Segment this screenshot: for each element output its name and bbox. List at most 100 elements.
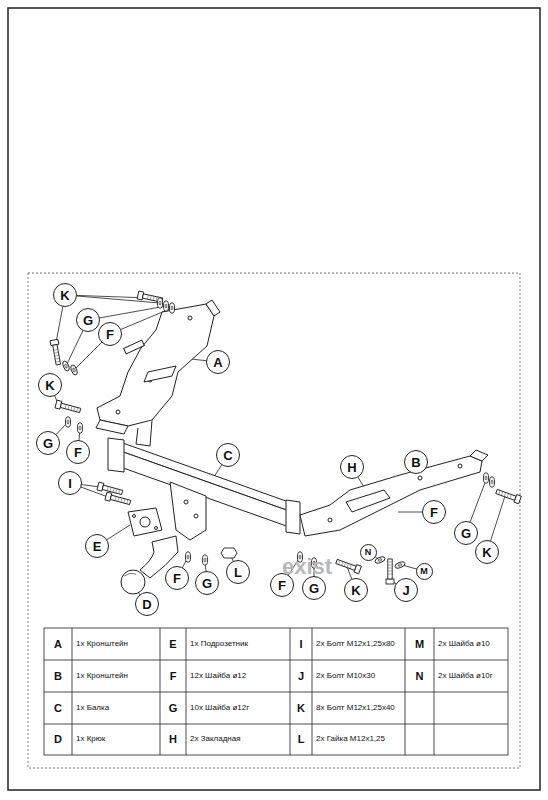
callout-letter: F: [173, 572, 181, 585]
callout-circle: C: [216, 443, 240, 467]
table-letter-cell: K: [290, 692, 312, 724]
callout-letter: F: [278, 579, 286, 592]
bracket-plate: [300, 456, 482, 536]
callout-circle: K: [344, 578, 368, 602]
part-letter: C: [54, 702, 62, 714]
part-description: 1х Крюк: [76, 735, 105, 744]
socket-plate: [128, 508, 162, 536]
plate-insert: [144, 366, 176, 382]
table-text-cell: 2х Шайба ø10г: [434, 660, 508, 692]
callout-circle: K: [38, 373, 62, 397]
table-text-cell: 12х Шайба ø12: [186, 660, 290, 692]
part-letter: K: [297, 702, 305, 714]
table-text-cell: 8х Болт M12x1,25x40: [312, 692, 405, 724]
bolt: [495, 488, 521, 504]
callout-letter: K: [482, 546, 491, 559]
washer: [483, 473, 488, 483]
callout-letter: N: [365, 548, 372, 557]
table-text-cell: 2х Болт M12x1,25x80: [312, 628, 405, 660]
table-text-cell: 2х Закладная: [186, 724, 290, 755]
ball-shade: [124, 573, 136, 576]
callout-circle: B: [404, 450, 428, 474]
table-text-cell: 1х Балка: [72, 692, 160, 724]
callout-circle: G: [195, 571, 219, 595]
dashed-frame: [28, 273, 520, 768]
bracket-a: [96, 300, 220, 446]
callout-letter: G: [83, 314, 93, 327]
hole: [116, 410, 120, 414]
callout-circle: M: [416, 563, 433, 580]
callout-circle: G: [36, 431, 60, 455]
fasteners: [50, 291, 521, 584]
table-letter-cell: B: [44, 660, 72, 692]
washer: [374, 556, 386, 564]
callout-letter: K: [45, 379, 54, 392]
bracket-flange: [470, 450, 488, 461]
socket-hole: [140, 517, 150, 527]
callout-circle: K: [475, 540, 499, 564]
hole: [194, 514, 198, 518]
part-letter: A: [54, 638, 62, 650]
table-text-cell: 1х Кронштейн: [72, 660, 160, 692]
callout-circle: A: [206, 350, 230, 374]
page-frame: [8, 8, 540, 790]
callout-letter: I: [68, 477, 72, 490]
table-letter-cell: G: [160, 692, 186, 724]
callout-circle: F: [165, 566, 189, 590]
callout-letter: C: [223, 449, 232, 462]
callout-letter: L: [234, 566, 242, 579]
part-letter: J: [298, 670, 304, 682]
table-letter-cell: M: [405, 628, 434, 660]
callout-letter: G: [202, 577, 212, 590]
part-description: 1х Подрозетник: [190, 640, 248, 649]
callout-letter: M: [420, 567, 428, 576]
table-text-cell: 2х Гайка M12x1,25: [312, 724, 405, 755]
hole: [418, 476, 422, 480]
table-text-cell: 1х Кронштейн: [72, 628, 160, 660]
table-letter-cell: J: [290, 660, 312, 692]
bolt: [55, 400, 81, 414]
callout-circle: F: [98, 322, 122, 346]
callout-letter: B: [411, 456, 420, 469]
callout-circle: G: [302, 576, 326, 600]
callout-circle: D: [135, 592, 159, 616]
part-letter: N: [416, 670, 424, 682]
washer: [202, 555, 207, 565]
callout-circle: J: [394, 578, 418, 602]
part-description: 2х Шайба ø10: [438, 640, 490, 649]
table-letter-cell: D: [44, 724, 72, 755]
bolt: [386, 559, 394, 584]
part-letter: B: [54, 670, 62, 682]
table-letter-cell: F: [160, 660, 186, 692]
part-letter: D: [54, 733, 62, 745]
table-letter-cell: C: [44, 692, 72, 724]
part-description: 1х Балка: [76, 704, 109, 713]
callout-letter: F: [74, 446, 82, 459]
part-description: 2х Болт M10x30: [316, 672, 375, 681]
hole: [328, 518, 332, 522]
bracket-flange: [96, 420, 128, 434]
callout-letter: H: [347, 461, 356, 474]
table-letter-cell: A: [44, 628, 72, 660]
part-letter: H: [169, 733, 177, 745]
callout-circle: K: [53, 283, 77, 307]
beam-c: [108, 438, 300, 540]
part-description: 2х Болт M12x1,25x80: [316, 640, 395, 649]
part-description: 1х Кронштейн: [76, 672, 128, 681]
callout-letter: G: [43, 437, 53, 450]
callout-letter: E: [93, 540, 102, 553]
watermark: exist: [262, 552, 352, 582]
washer: [70, 364, 78, 376]
washer: [394, 561, 406, 569]
part-description: 12х Шайба ø12: [190, 672, 246, 681]
callout-letter: G: [309, 582, 319, 595]
socket-plate-e: [128, 508, 162, 536]
washer: [77, 423, 82, 433]
callout-circle: H: [340, 455, 364, 479]
hole: [133, 515, 136, 518]
callout-letter: D: [142, 598, 151, 611]
callout-circle: F: [422, 500, 446, 524]
insert-plate: [346, 490, 390, 512]
